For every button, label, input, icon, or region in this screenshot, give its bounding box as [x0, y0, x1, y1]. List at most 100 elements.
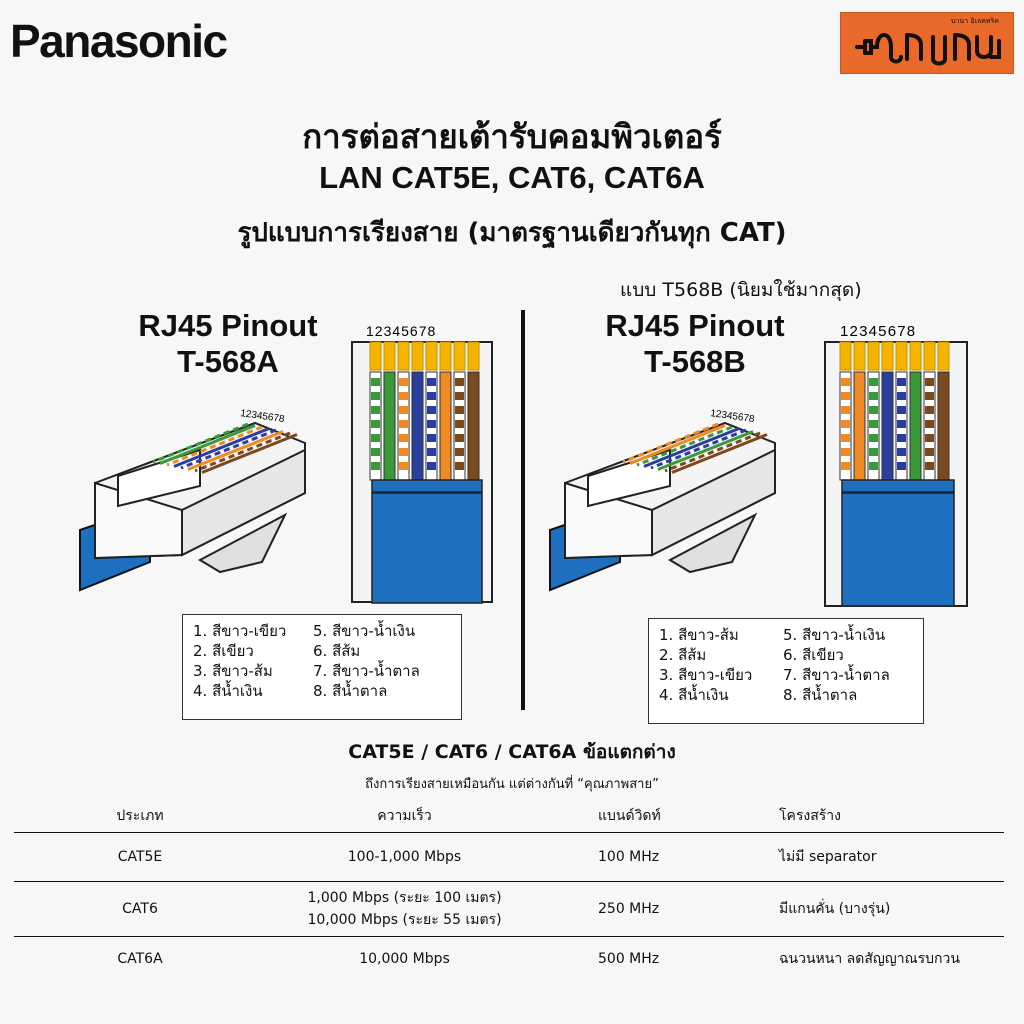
legend-item: 1. สีขาว-เขียว	[193, 622, 287, 640]
speed-line-2: 10,000 Mbps (ระยะ 55 เมตร)	[307, 912, 502, 928]
legend-item: 6. สีส้ม	[313, 642, 361, 660]
t568b-latch	[667, 512, 758, 574]
cell-type: CAT5E	[14, 832, 266, 882]
cell-structure: ฉนวนหนา ลดสัญญาณรบกวน	[779, 951, 960, 967]
wire-1	[369, 341, 382, 481]
legend-item: 3. สีขาว-ส้ม	[193, 662, 273, 680]
legend-item: 2. สีส้ม	[659, 646, 707, 664]
section-divider	[521, 310, 525, 710]
t568b-title-line1: RJ45 Pinout	[605, 308, 785, 343]
small-wire-8	[201, 433, 298, 474]
legend-item: 8. สีน้ำตาล	[313, 682, 388, 700]
cell-speed: 10,000 Mbps	[359, 951, 450, 967]
t568a-front-cable	[371, 492, 483, 604]
legend-item: 7. สีขาว-น้ำตาล	[783, 666, 890, 684]
wire-4	[411, 341, 424, 481]
wire-4	[881, 341, 894, 481]
t568b-small-wires	[622, 422, 768, 474]
wire-2	[383, 341, 396, 481]
comparison-title: CAT5E / CAT6 / CAT6A ข้อแตกต่าง	[348, 741, 676, 763]
wire-7	[453, 341, 466, 481]
t568b-front-cable	[841, 492, 955, 607]
t568b-front-wires	[839, 341, 950, 481]
legend-item: 6. สีเขียว	[783, 646, 844, 664]
wire-5	[425, 341, 438, 481]
cell-speed: 1,000 Mbps (ระยะ 100 เมตร) 10,000 Mbps (…	[266, 881, 543, 937]
plug-logo-icon	[855, 33, 1001, 66]
main-title: การต่อสายเต้ารับคอมพิวเตอร์	[302, 117, 722, 156]
t568a-small-pin-numbers: 12345678	[240, 408, 286, 425]
t568a-small-wires	[152, 422, 298, 474]
legend-item: 4. สีน้ำเงิน	[193, 682, 263, 700]
cell-type: CAT6	[14, 881, 266, 937]
speed-line-1: 1,000 Mbps (ระยะ 100 เมตร)	[307, 890, 502, 906]
t568a-title-line1: RJ45 Pinout	[138, 308, 318, 343]
header-bandwidth: แบนด์วิดท์	[543, 800, 769, 833]
wire-6	[909, 341, 922, 481]
small-wire-7	[194, 431, 291, 473]
small-wire-1	[622, 422, 719, 464]
small-wire-5	[650, 428, 747, 470]
t568a-title: RJ45 Pinout T-568A	[108, 308, 348, 380]
header-speed: ความเร็ว	[266, 800, 543, 833]
table-row: CAT5E 100-1,000 Mbps 100 MHz ไม่มี separ…	[14, 832, 1004, 882]
small-wire-4	[643, 427, 740, 468]
small-wire-2	[629, 424, 726, 465]
wire-2	[853, 341, 866, 481]
comparison-subtitle: ถึงการเรียงสายเหมือนกัน แต่ต่างกันที่ “ค…	[365, 777, 659, 792]
table-row: CAT6 1,000 Mbps (ระยะ 100 เมตร) 10,000 M…	[14, 881, 1004, 937]
wire-6	[439, 341, 452, 481]
small-wire-6	[187, 430, 284, 471]
wire-3	[867, 341, 880, 481]
small-wire-8	[671, 433, 768, 474]
panasonic-logo: Panasonic	[10, 15, 228, 67]
t568b-note: แบบ T568B (นิยมใช้มากสุด)	[620, 279, 862, 301]
small-wire-5	[180, 428, 277, 470]
wiring-standard-title: รูปแบบการเรียงสาย (มาตรฐานเดียวกันทุก CA…	[237, 218, 787, 248]
t568a-pin-numbers: 12345678	[366, 323, 436, 339]
comparison-table: ประเภท ความเร็ว แบนด์วิดท์ โครงสร้าง CAT…	[14, 800, 1004, 981]
t568a-diagram: 12345678 12345678	[79, 323, 493, 604]
small-wire-1	[152, 422, 249, 464]
wire-3	[397, 341, 410, 481]
cell-bandwidth: 500 MHz	[598, 951, 660, 967]
small-wire-2	[159, 424, 256, 465]
wire-8	[937, 341, 950, 481]
cell-bandwidth: 100 MHz	[543, 832, 769, 882]
legend-item: 4. สีน้ำเงิน	[659, 686, 729, 704]
legend-item: 5. สีขาว-น้ำเงิน	[783, 626, 886, 644]
cell-type: CAT6A	[117, 951, 163, 967]
header-type: ประเภท	[14, 800, 266, 833]
t568b-title: RJ45 Pinout T-568B	[575, 308, 815, 380]
t568b-legend: 1. สีขาว-ส้ม 2. สีส้ม 3. สีขาว-เขียว 4. …	[648, 618, 924, 724]
small-wire-3	[636, 425, 733, 467]
wire-1	[839, 341, 852, 481]
cell-structure: มีแกนคั่น (บางรุ่น)	[769, 881, 1004, 937]
legend-item: 7. สีขาว-น้ำตาล	[313, 662, 420, 680]
legend-item: 5. สีขาว-น้ำเงิน	[313, 622, 416, 640]
legend-item: 3. สีขาว-เขียว	[659, 666, 753, 684]
legend-item: 2. สีเขียว	[193, 642, 254, 660]
t568a-legend: 1. สีขาว-เขียว 2. สีเขียว 3. สีขาว-ส้ม 4…	[182, 614, 462, 720]
legend-item: 1. สีขาว-ส้ม	[659, 626, 739, 644]
cell-structure: ไม่มี separator	[769, 832, 1004, 882]
t568a-title-line2: T-568A	[177, 344, 279, 379]
t568b-title-line2: T-568B	[644, 344, 746, 379]
t568b-pin-numbers: 12345678	[840, 323, 916, 340]
small-wire-4	[173, 427, 270, 468]
wire-8	[467, 341, 480, 481]
t568b-diagram: 12345678 12345678	[549, 323, 968, 607]
main-subtitle: LAN CAT5E, CAT6, CAT6A	[319, 160, 705, 195]
t568a-latch	[197, 512, 288, 574]
shop-logo: นานา อิเลคทริค	[840, 12, 1014, 74]
t568b-small-pin-numbers: 12345678	[710, 408, 756, 425]
legend-item: 8. สีน้ำตาล	[783, 686, 858, 704]
wire-7	[923, 341, 936, 481]
small-wire-7	[664, 431, 761, 473]
small-wire-6	[657, 430, 754, 471]
table-row: CAT6A 10,000 Mbps 500 MHz ฉนวนหนา ลดสัญญ…	[14, 937, 1004, 982]
header-structure: โครงสร้าง	[769, 800, 1004, 833]
wire-5	[895, 341, 908, 481]
small-wire-3	[166, 425, 263, 467]
cell-bandwidth: 250 MHz	[543, 881, 769, 937]
